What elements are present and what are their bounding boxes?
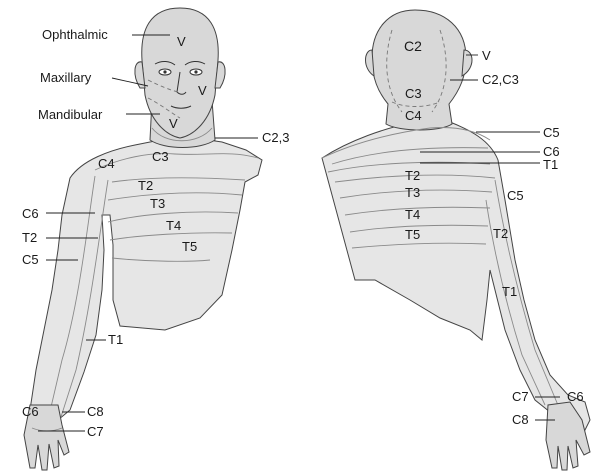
label-back-t3: T3 xyxy=(405,185,420,200)
label-front-v-chin: V xyxy=(169,116,178,131)
label-back-c2: C2 xyxy=(404,38,422,54)
label-back-c5-arm: C5 xyxy=(507,188,524,203)
label-back-t2-arm: T2 xyxy=(493,226,508,241)
back-ear-right xyxy=(462,50,472,76)
label-front-t1-arm: T1 xyxy=(108,332,123,347)
label-back-t5: T5 xyxy=(405,227,420,242)
label-back-c5: C5 xyxy=(543,125,560,140)
label-back-c8-hand: C8 xyxy=(512,412,529,427)
label-back-c4: C4 xyxy=(405,108,422,123)
label-front-c5-arm: C5 xyxy=(22,252,39,267)
label-back-t1: T1 xyxy=(543,157,558,172)
label-front-c6-arm: C6 xyxy=(22,206,39,221)
label-front-t2: T2 xyxy=(138,178,153,193)
label-front-c6-hand: C6 xyxy=(22,404,39,419)
label-front-c8-hand: C8 xyxy=(87,404,104,419)
label-front-c7-hand: C7 xyxy=(87,424,104,439)
back-figure xyxy=(322,10,590,470)
label-mandibular: Mandibular xyxy=(38,107,103,122)
label-front-c3: C3 xyxy=(152,149,169,164)
label-back-t4: T4 xyxy=(405,207,420,222)
back-ear-left xyxy=(366,50,375,76)
label-back-c2c3: C2,C3 xyxy=(482,72,519,87)
label-front-v-cheek: V xyxy=(198,83,207,98)
label-back-v: V xyxy=(482,48,491,63)
label-front-t5: T5 xyxy=(182,239,197,254)
label-front-c4: C4 xyxy=(98,156,115,171)
label-front-t4: T4 xyxy=(166,218,181,233)
label-front-c23: C2,3 xyxy=(262,130,289,145)
label-front-v-forehead: V xyxy=(177,34,186,49)
label-back-c6-hand: C6 xyxy=(567,389,584,404)
label-back-c3: C3 xyxy=(405,86,422,101)
label-ophthalmic: Ophthalmic xyxy=(42,27,108,42)
label-back-t2: T2 xyxy=(405,168,420,183)
label-back-t1-arm: T1 xyxy=(502,284,517,299)
label-back-c7-hand: C7 xyxy=(512,389,529,404)
label-maxillary: Maxillary xyxy=(40,70,92,85)
label-front-t2-arm: T2 xyxy=(22,230,37,245)
label-front-t3: T3 xyxy=(150,196,165,211)
